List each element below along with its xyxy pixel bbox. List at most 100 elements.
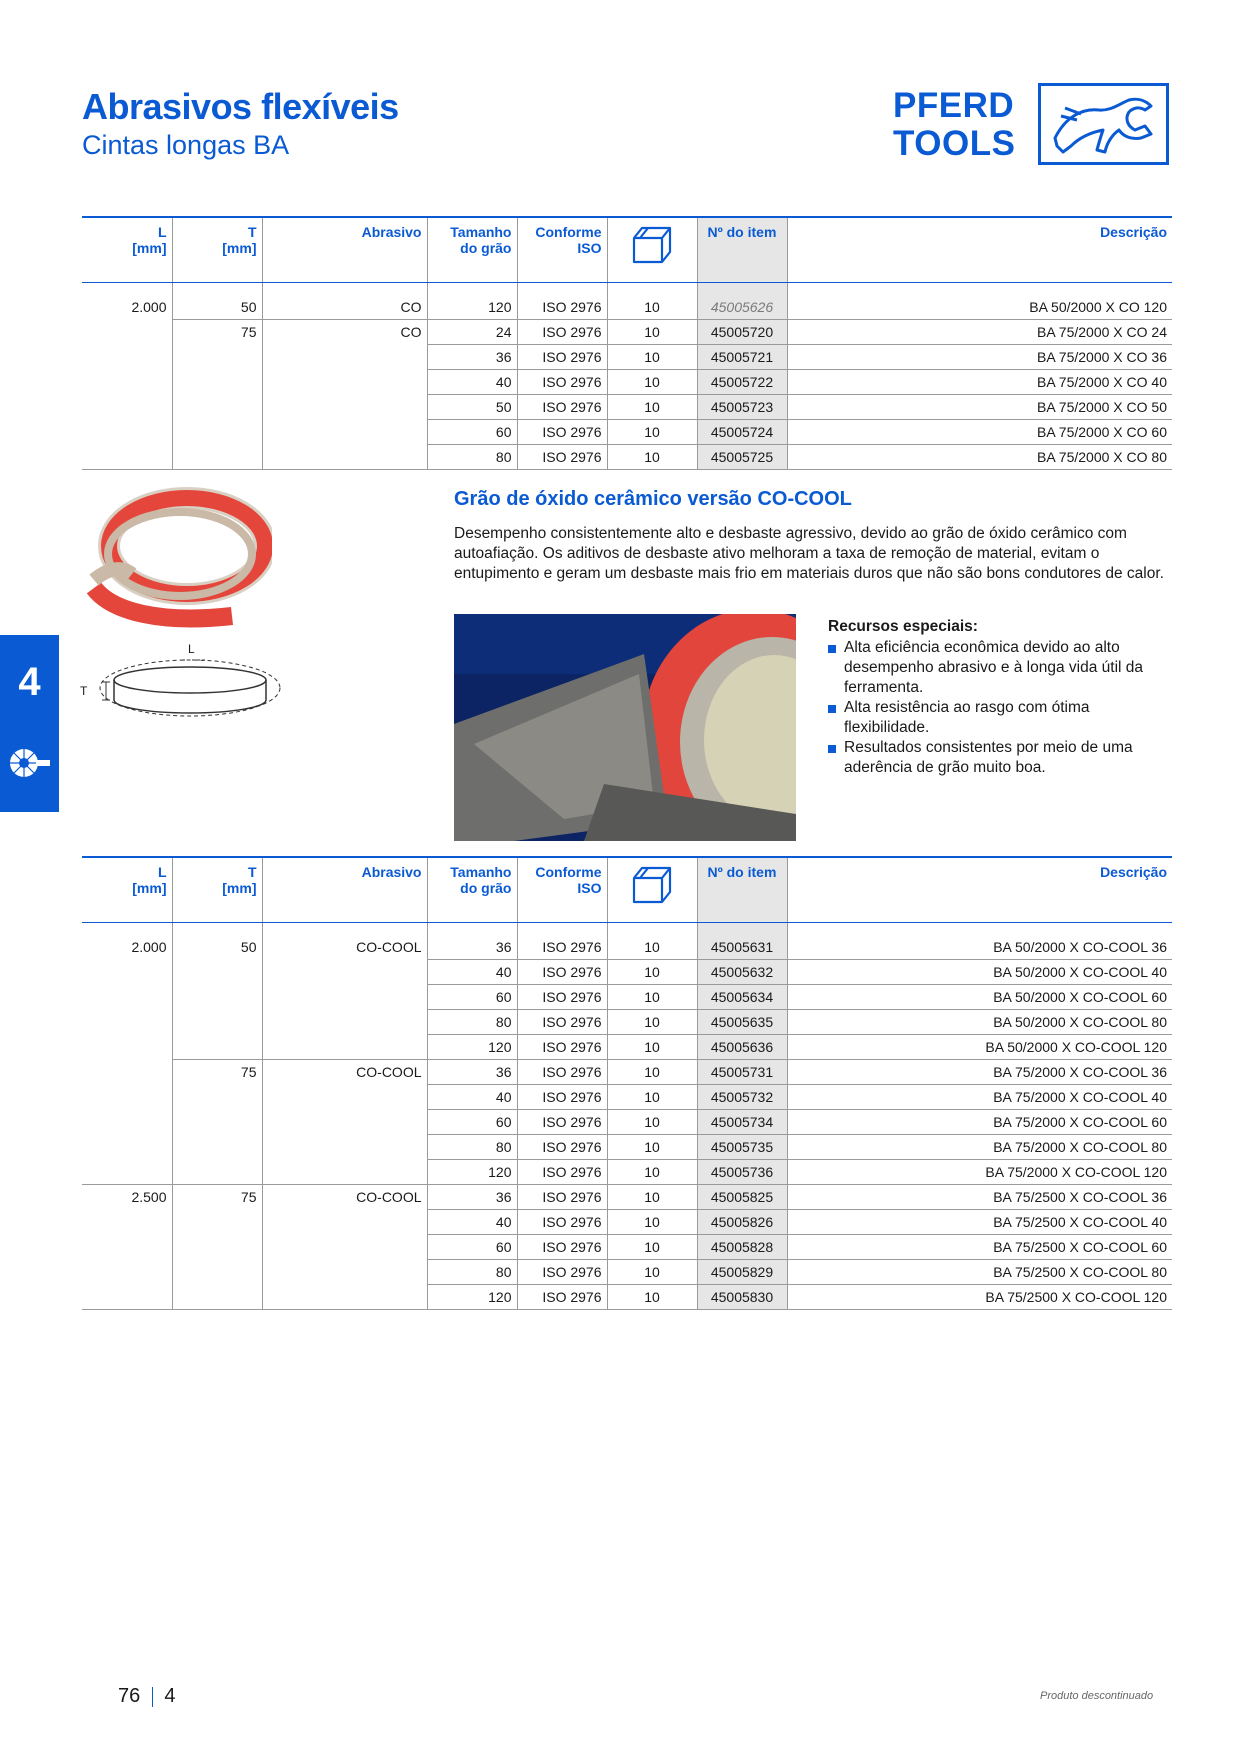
cell-pack: 10 (606, 1259, 697, 1285)
cell-description: BA 50/2000 X CO-COOL 60 (786, 984, 1172, 1010)
cell-item-number: 45005731 (696, 1059, 787, 1085)
cell-item-number: 45005828 (696, 1234, 787, 1260)
cell-conformity: ISO 2976 (516, 1184, 607, 1210)
chapter-tab[interactable]: 4 (0, 635, 59, 812)
cell-pack: 10 (606, 1034, 697, 1060)
cell-abrasive: CO-COOL (261, 1059, 427, 1085)
cell-conformity: ISO 2976 (516, 1034, 607, 1060)
cell-abrasive (261, 1134, 427, 1160)
cell-grit: 50 (426, 394, 517, 420)
feature-item: Alta eficiência econômica devido ao alto… (828, 638, 1173, 698)
cell-abrasive (261, 1084, 427, 1110)
cell-conformity: ISO 2976 (516, 1009, 607, 1035)
cell-conformity: ISO 2976 (516, 319, 607, 345)
cell-pack: 10 (606, 295, 697, 320)
cell-t (171, 1159, 262, 1185)
cell-item-number: 45005636 (696, 1034, 787, 1060)
features-list: Alta eficiência econômica devido ao alto… (828, 638, 1173, 778)
cell-t (171, 984, 262, 1010)
col-header-t: T[mm] (171, 216, 262, 283)
cell-item-number: 45005634 (696, 984, 787, 1010)
logo-line-2: TOOLS (893, 124, 1016, 163)
logo-text: PFERD TOOLS (893, 87, 1015, 163)
cell-abrasive: CO-COOL (261, 1184, 427, 1210)
cell-conformity: ISO 2976 (516, 984, 607, 1010)
cell-pack: 10 (606, 1184, 697, 1210)
cell-l (82, 960, 172, 985)
discontinued-note: Produto descontinuado (1040, 1690, 1154, 1702)
section-heading: Grão de óxido cerâmico versão CO-COOL (454, 488, 852, 510)
cell-pack: 10 (606, 444, 697, 470)
cell-description: BA 75/2000 X CO-COOL 120 (786, 1159, 1172, 1185)
cell-abrasive (261, 1259, 427, 1285)
cell-grit: 36 (426, 935, 517, 960)
horse-logo-icon (1038, 83, 1169, 165)
cell-description: BA 50/2000 X CO-COOL 36 (786, 935, 1172, 960)
cell-conformity: ISO 2976 (516, 959, 607, 985)
cell-grit: 36 (426, 344, 517, 370)
cell-l (82, 370, 172, 395)
cell-grit: 80 (426, 1134, 517, 1160)
cell-description: BA 50/2000 X CO-COOL 40 (786, 959, 1172, 985)
cell-l (82, 1085, 172, 1110)
cell-description: BA 75/2000 X CO-COOL 60 (786, 1109, 1172, 1135)
cell-pack: 10 (606, 1009, 697, 1035)
cell-abrasive (261, 1234, 427, 1260)
cell-description: BA 75/2000 X CO-COOL 36 (786, 1059, 1172, 1085)
cell-grit: 40 (426, 369, 517, 395)
col-header-description: Descrição (786, 216, 1172, 283)
cell-pack: 10 (606, 1159, 697, 1185)
cell-l (82, 1060, 172, 1085)
belt-coil-image (82, 484, 276, 634)
cell-pack: 10 (606, 369, 697, 395)
cell-grit: 36 (426, 1059, 517, 1085)
package-icon (632, 226, 672, 264)
col-header-description: Descrição (786, 856, 1172, 923)
cell-t (171, 1284, 262, 1310)
cell-grit: 60 (426, 984, 517, 1010)
cell-conformity: ISO 2976 (516, 444, 607, 470)
cell-t (171, 444, 262, 470)
feature-item: Resultados consistentes por meio de uma … (828, 738, 1173, 778)
cell-grit: 80 (426, 1009, 517, 1035)
cell-item-number: 45005826 (696, 1209, 787, 1235)
cell-l (82, 985, 172, 1010)
cell-pack: 10 (606, 1234, 697, 1260)
cell-conformity: ISO 2976 (516, 369, 607, 395)
cell-t (171, 1009, 262, 1035)
cell-pack: 10 (606, 319, 697, 345)
cell-l (82, 1110, 172, 1135)
cell-grit: 36 (426, 1184, 517, 1210)
cell-t (171, 1234, 262, 1260)
cell-pack: 10 (606, 1109, 697, 1135)
cell-conformity: ISO 2976 (516, 1134, 607, 1160)
cell-t (171, 1084, 262, 1110)
cell-pack: 10 (606, 1284, 697, 1310)
cell-conformity: ISO 2976 (516, 295, 607, 320)
cell-conformity: ISO 2976 (516, 1084, 607, 1110)
cell-description: BA 75/2000 X CO 40 (786, 369, 1172, 395)
cell-l (82, 395, 172, 420)
cell-description: BA 75/2500 X CO-COOL 40 (786, 1209, 1172, 1235)
cell-t (171, 1109, 262, 1135)
cell-item-number: 45005829 (696, 1259, 787, 1285)
cell-conformity: ISO 2976 (516, 1234, 607, 1260)
cell-conformity: ISO 2976 (516, 1284, 607, 1310)
cell-l (82, 1260, 172, 1285)
cell-t: 50 (171, 295, 262, 320)
cell-grit: 120 (426, 1159, 517, 1185)
